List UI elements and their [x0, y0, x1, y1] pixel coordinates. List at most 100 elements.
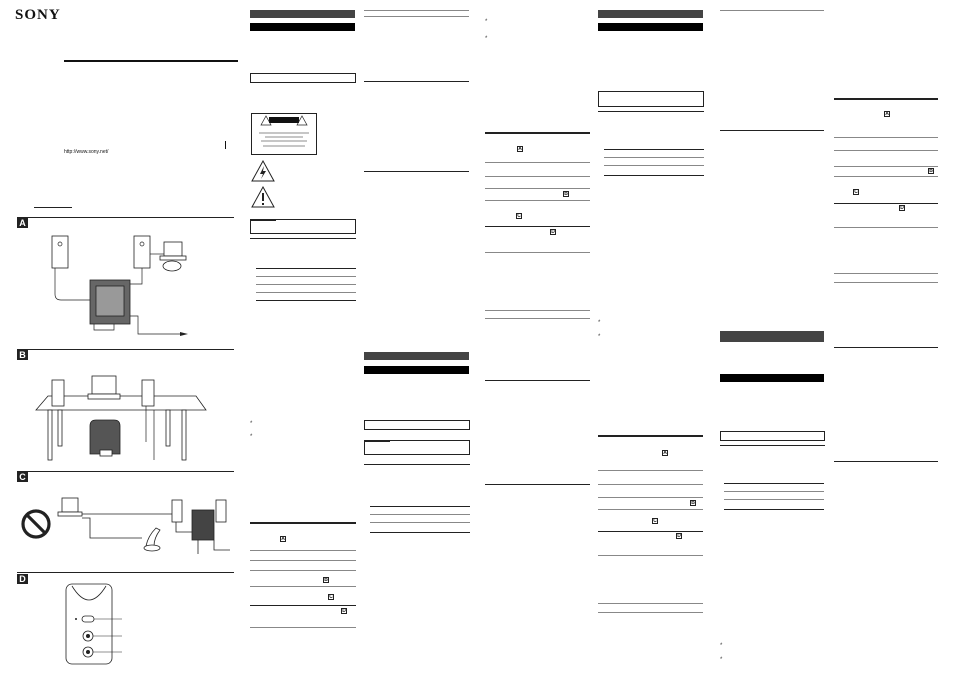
notice-box-tab: [364, 440, 390, 442]
table-row-rule: [834, 166, 938, 167]
footnote-mark: *: [720, 643, 723, 649]
table-row-rule: [250, 605, 356, 606]
section-bar: [250, 10, 355, 18]
table-row-rule: [485, 252, 590, 253]
figure-ref-a: A: [662, 450, 668, 456]
sony-url: http://www.sony.net/: [64, 149, 109, 155]
warning-box: [250, 73, 356, 83]
section-rule: [598, 111, 704, 112]
section-bar: [720, 374, 824, 382]
figure-d-illustration: [65, 583, 122, 665]
figure-ref-c: C: [652, 518, 658, 524]
lightning-warning-icon: [251, 160, 275, 182]
cover-title-rule: [64, 60, 238, 62]
figure-ref-a: A: [884, 111, 890, 117]
spec-table-rule: [604, 149, 704, 150]
warning-box: [720, 431, 825, 441]
figure-ref-d: D: [341, 608, 347, 614]
footnote-mark: *: [250, 421, 253, 427]
table-row-rule: [598, 484, 703, 485]
spec-table-rule: [604, 175, 704, 176]
section-rule: [250, 238, 356, 239]
table-row-rule: [834, 227, 938, 228]
troubleshoot-rule: [834, 98, 938, 100]
figure-ref-b: B: [690, 500, 696, 506]
footnote-mark: *: [250, 434, 253, 440]
figure-ref-c: C: [516, 213, 522, 219]
spec-table-rule: [256, 300, 356, 301]
spec-table-rule: [370, 532, 470, 533]
section-rule: [364, 464, 470, 465]
table-row-rule: [598, 531, 703, 532]
section-rule: [364, 16, 469, 17]
section-bar: [598, 10, 703, 18]
footnote-mark: *: [598, 320, 601, 326]
figure-b-illustration: [35, 375, 207, 461]
spec-table-rule: [370, 506, 470, 507]
spec-table-rule: [724, 499, 824, 500]
table-row-rule: [834, 282, 938, 283]
warning-box: [364, 420, 470, 430]
figure-b-label: B: [17, 350, 28, 360]
table-row-rule: [250, 560, 356, 561]
figure-b-rule: [17, 349, 234, 350]
section-bar: [364, 352, 469, 360]
table-row-rule: [485, 162, 590, 163]
figure-c-illustration: [21, 497, 230, 554]
spec-table-rule: [370, 522, 470, 523]
figure-c-rule: [17, 471, 234, 472]
sony-logo: SONY: [15, 7, 61, 23]
table-row-rule: [485, 318, 590, 319]
exclamation-warning-icon: [251, 186, 275, 208]
table-row-rule: [485, 310, 590, 311]
spec-table-rule: [724, 483, 824, 484]
table-row-rule: [485, 188, 590, 189]
footnote-mark: *: [485, 36, 488, 42]
table-row-rule: [250, 627, 356, 628]
warning-box: [598, 91, 704, 107]
table-row-rule: [598, 497, 703, 498]
cover-small-rule: [34, 207, 72, 208]
spec-table-rule: [604, 165, 704, 166]
table-row-rule: [598, 509, 703, 510]
figure-ref-d: D: [899, 205, 905, 211]
figure-a-label: A: [17, 218, 28, 228]
footnote-mark: *: [485, 19, 488, 25]
spec-table-rule: [256, 292, 356, 293]
figure-a-illustration: [51, 235, 188, 336]
footnote-mark: *: [598, 334, 601, 340]
troubleshoot-rule: [598, 435, 703, 437]
table-row-rule: [598, 603, 703, 604]
figure-ref-c: C: [853, 189, 859, 195]
figure-d-rule: [17, 572, 234, 573]
section-bar: [720, 331, 824, 342]
section-rule: [364, 81, 469, 82]
section-rule: [720, 445, 825, 446]
table-row-rule: [250, 550, 356, 551]
section-bar: [598, 23, 703, 31]
spec-table-rule: [724, 491, 824, 492]
table-row-rule: [485, 200, 590, 201]
table-row-rule: [598, 470, 703, 471]
figure-ref-b: B: [323, 577, 329, 583]
table-row-rule: [485, 226, 590, 227]
section-rule: [364, 10, 469, 11]
footnote-mark: *: [720, 657, 723, 663]
troubleshoot-rule: [250, 522, 356, 524]
troubleshoot-rule: [485, 132, 590, 134]
caution-label-box: [251, 113, 317, 155]
spec-table-rule: [256, 268, 356, 269]
table-row-rule: [834, 203, 938, 204]
spec-table-rule: [370, 514, 470, 515]
section-bar: [364, 366, 469, 374]
spec-table-rule: [256, 276, 356, 277]
notice-box: [250, 219, 356, 234]
figure-ref-d: D: [550, 229, 556, 235]
section-rule: [720, 10, 824, 11]
section-bar: [250, 23, 355, 31]
section-rule: [364, 171, 469, 172]
table-row-rule: [834, 137, 938, 138]
section-rule: [485, 380, 590, 381]
figure-c-label: C: [17, 472, 28, 482]
table-row-rule: [598, 555, 703, 556]
